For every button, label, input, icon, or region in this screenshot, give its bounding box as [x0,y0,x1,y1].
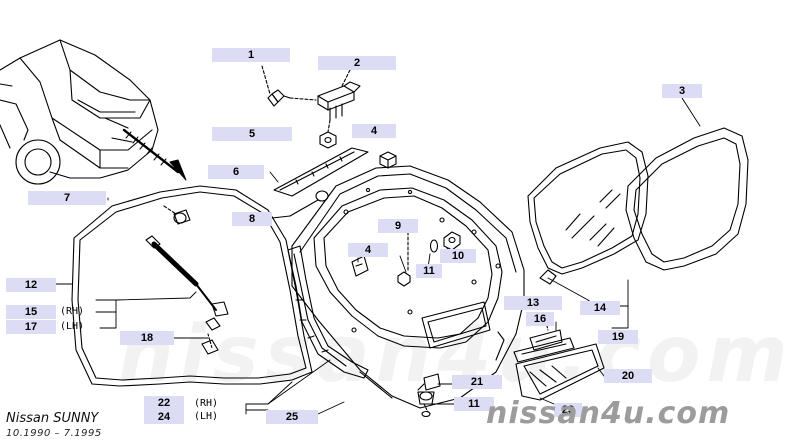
production-date-range: 10.1990 – 7.1995 [6,428,102,439]
part-callout-15[interactable]: 15 [6,305,56,319]
car-thumbnail [0,39,159,185]
finisher-strip [273,147,369,197]
part-callout-18[interactable]: 18 [120,331,174,345]
part-callout-25[interactable]: 25 [266,410,318,424]
part-callout-12[interactable]: 12 [6,278,56,292]
hinge-bolt [261,65,291,107]
glass-molding [625,127,749,271]
gas-strut [145,205,229,355]
part-callout-11b[interactable]: 11 [454,397,494,411]
license-lamp [513,321,575,363]
clip [289,190,329,217]
side-label-rh-15: (RH) [60,306,85,317]
part-callout-7[interactable]: 7 [28,191,106,205]
model-title: Nissan SUNNY [6,411,99,426]
hinge [289,69,361,121]
part-callout-24[interactable]: 24 [144,410,184,424]
back-door-panel [291,165,525,409]
part-callout-2[interactable]: 2 [318,56,396,70]
part-callout-1[interactable]: 1 [212,48,290,62]
lamp-socket [417,373,441,418]
bumper-stop-lower [351,255,369,277]
part-callout-23[interactable]: 23 [554,403,582,417]
location-arrow [122,128,187,181]
weatherstrip [71,185,313,387]
back-door-glass [527,141,649,285]
side-label-lh-24: (LH) [194,411,219,422]
part-callout-8[interactable]: 8 [232,212,272,226]
part-callout-10[interactable]: 10 [440,249,476,263]
part-callout-4b[interactable]: 4 [348,243,388,257]
part-callout-20[interactable]: 20 [604,369,652,383]
watermark-logo: nissan4u.com [486,396,731,431]
part-callout-11a[interactable]: 11 [416,264,442,278]
side-label-lh-17: (LH) [60,321,85,332]
part-callout-21[interactable]: 21 [452,375,502,389]
part-callout-13[interactable]: 13 [504,296,562,310]
leader-lines [55,97,701,415]
part-callout-9[interactable]: 9 [378,219,418,233]
side-label-rh-22: (RH) [194,398,219,409]
license-finisher [515,343,605,401]
part-callout-22[interactable]: 22 [144,396,184,410]
part-callout-6[interactable]: 6 [208,165,264,179]
side-trim-strip [287,245,369,379]
part-callout-19[interactable]: 19 [598,330,638,344]
part-callout-5[interactable]: 5 [212,127,292,141]
nut [319,119,337,149]
part-callout-3[interactable]: 3 [662,84,702,98]
part-callout-4a[interactable]: 4 [352,124,396,138]
door-hardware [397,231,461,287]
part-callout-14[interactable]: 14 [580,301,620,315]
part-callout-16[interactable]: 16 [526,312,554,326]
part-callout-17[interactable]: 17 [6,320,56,334]
bumper-stop-upper [379,151,397,169]
